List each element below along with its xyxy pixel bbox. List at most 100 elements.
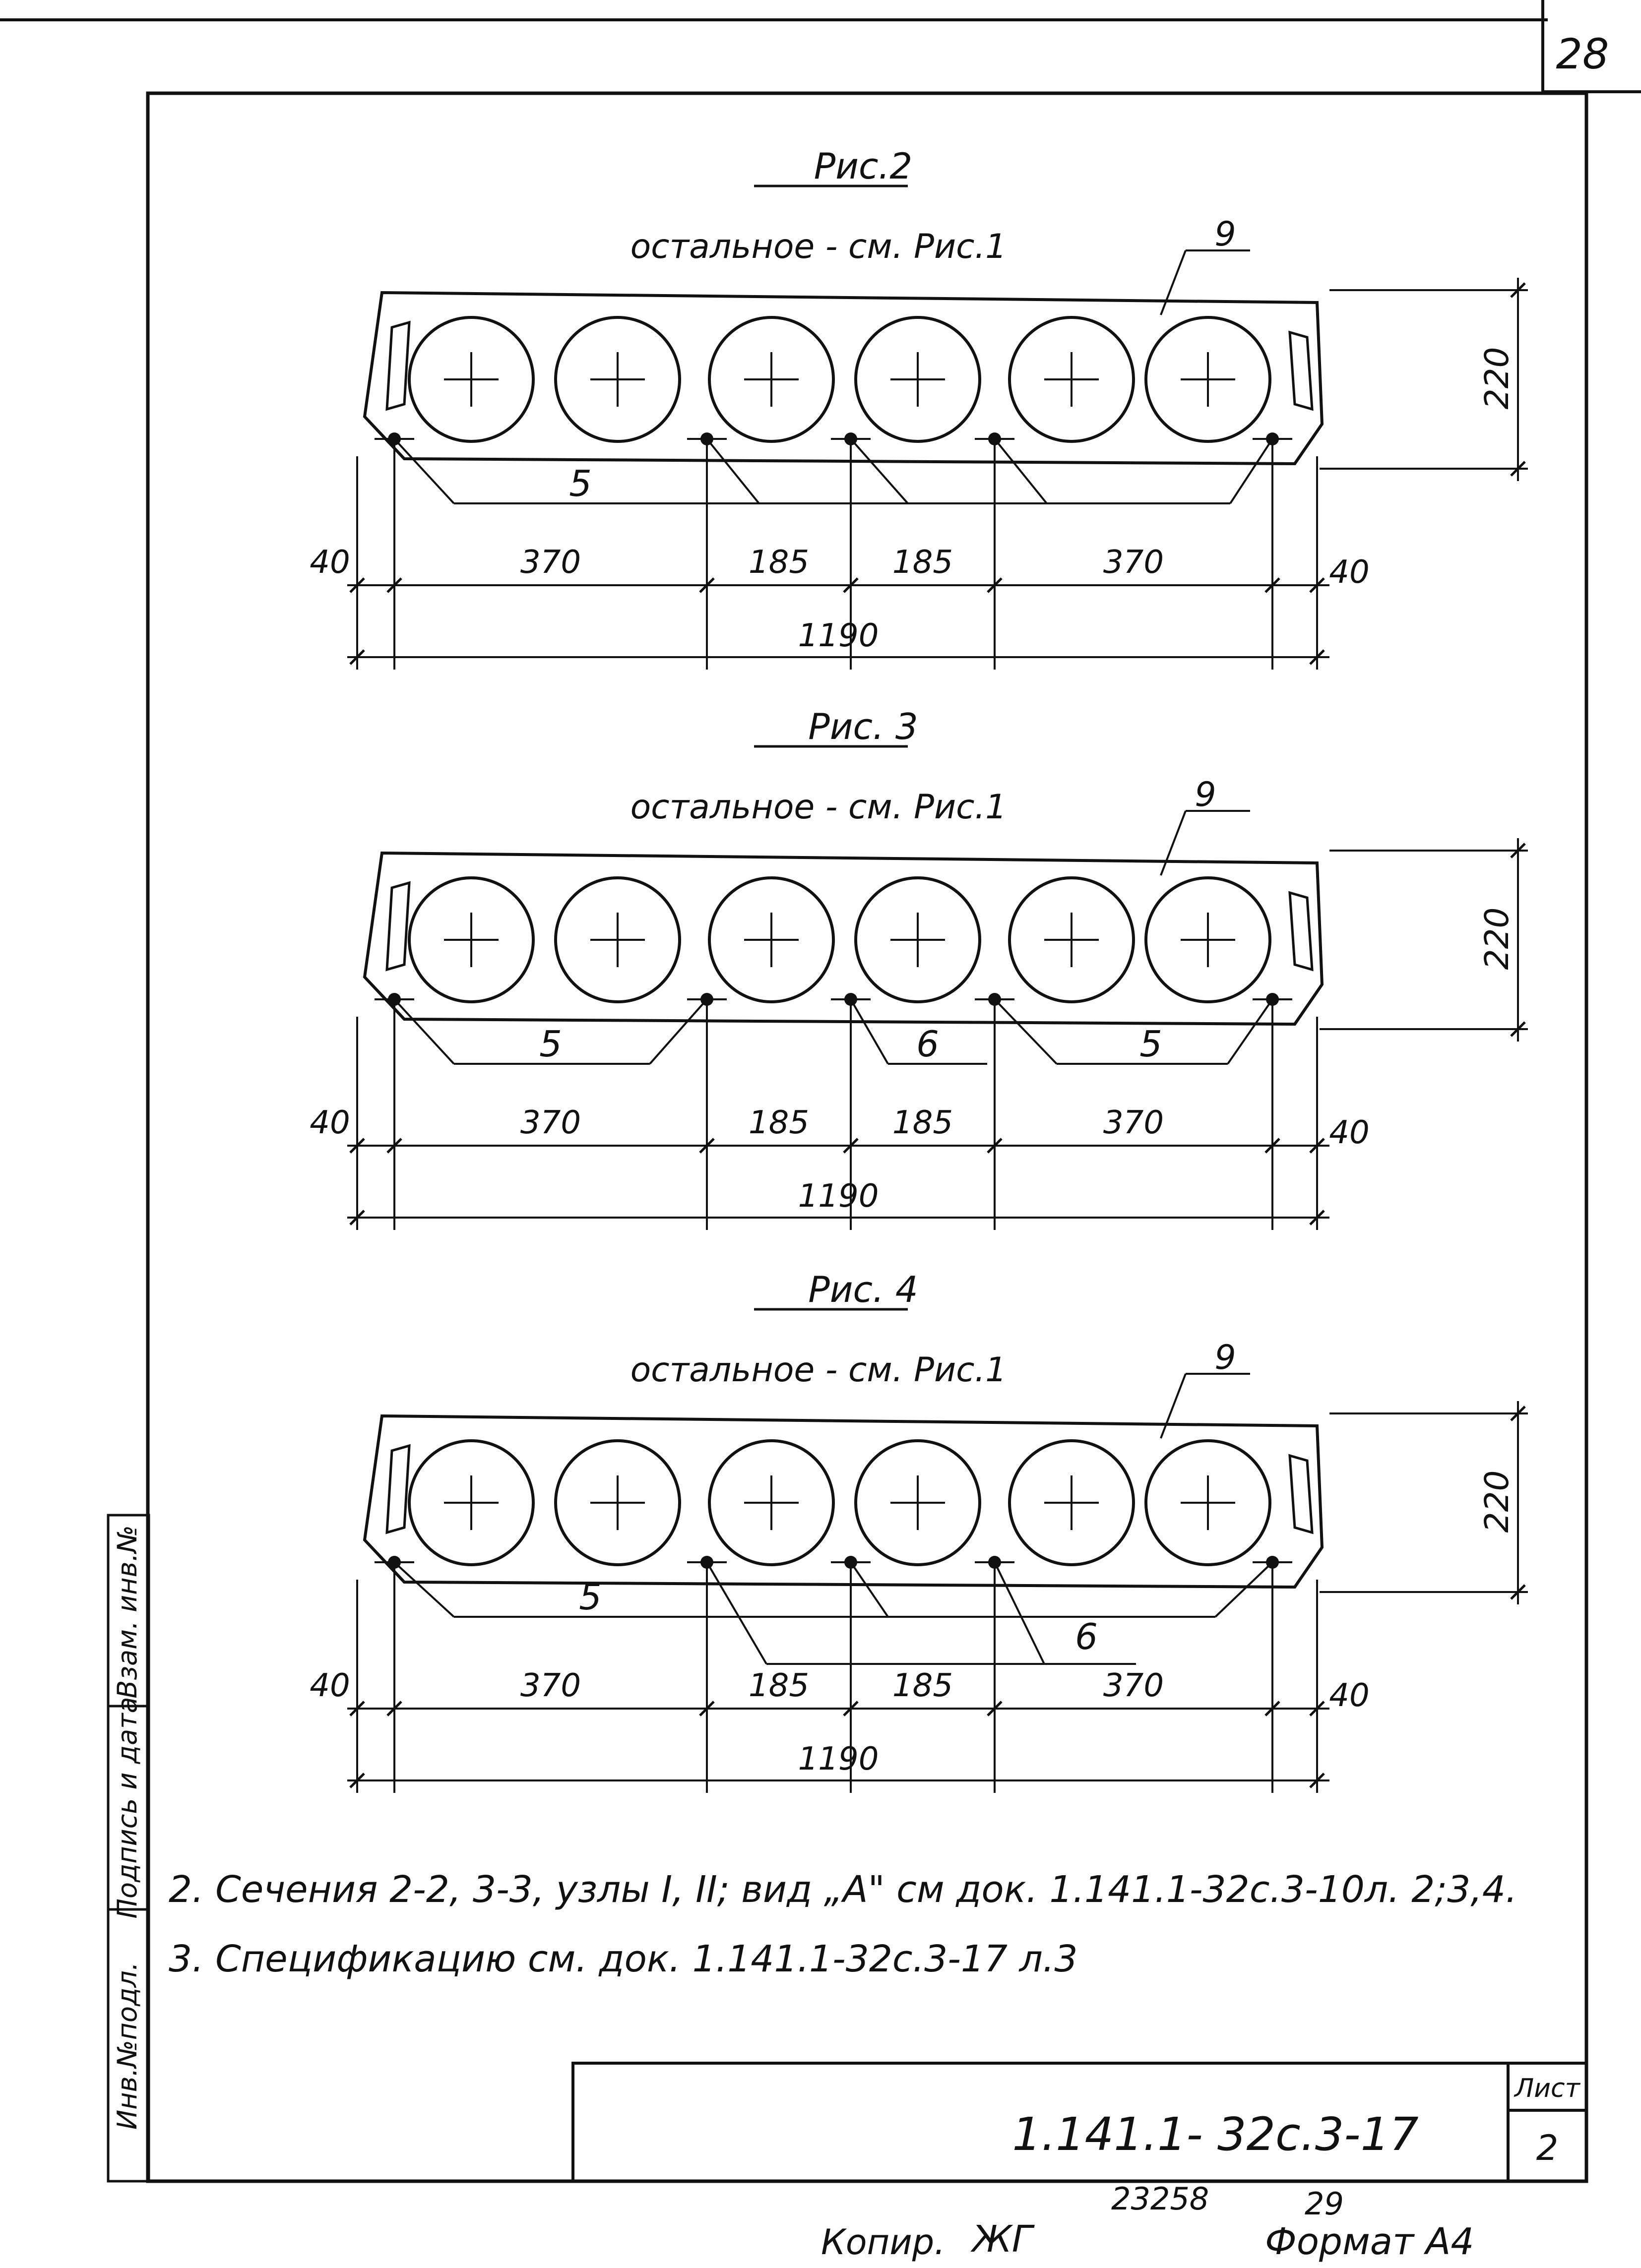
dim-tick [349,1138,365,1154]
hollow-core-6 [1144,876,1271,1003]
dim-tick [843,577,859,593]
footer-number-b: 29 [1305,2186,1344,2222]
hollow-core-5 [1008,1439,1135,1566]
side-stamp: Взам. инв.№ Подпись и дата Инв.№подл. [107,1514,150,2183]
dim-tick [1309,1701,1325,1716]
dim-tick [699,1701,715,1716]
hollow-core-2 [554,316,681,443]
leader [706,438,760,504]
dim-tick [349,649,365,665]
leader [850,1561,889,1618]
dim-tick [1309,1773,1325,1788]
dim-40-left: 40 [310,544,350,581]
dim-40-right: 40 [1329,554,1369,591]
callout-5: 5 [569,463,592,504]
panel-right-key [1288,330,1314,411]
figure-title: Рис. 4 [808,1269,918,1310]
hollow-core-4 [854,316,981,443]
hollow-core-2 [554,876,681,1003]
dim-tick [349,1701,365,1716]
figure-subtitle: остальное - см. Рис.1 [631,227,1007,266]
dim-tick [1510,843,1526,858]
dim-segment: 185 [749,544,809,581]
leader [1227,998,1273,1065]
hollow-core-5 [1008,876,1135,1003]
hollow-core-4 [854,876,981,1003]
hollow-core-1 [408,316,535,443]
leader [850,438,909,504]
height-dim-label: 220 [1478,347,1516,410]
stamp-replacement-inv: Взам. инв.№ [112,1525,143,1698]
panel-right-key [1288,891,1314,972]
height-dim-label: 220 [1478,908,1516,970]
callout-9-leader [1160,250,1187,315]
dim-tick [699,1138,715,1154]
footer-signature: ЖГ [970,2218,1035,2261]
figure-title: Рис.2 [814,145,913,187]
dim-tick [349,1773,365,1788]
callout-9-leader [1160,1373,1187,1439]
dim-tick [349,577,365,593]
stamp-original-inv: Инв.№подл. [112,1962,143,2130]
leader [994,438,1048,504]
dim-tick [1309,577,1325,593]
figure-subtitle: остальное - см. Рис.1 [631,1350,1007,1390]
callout-5: 5 [1139,1023,1162,1065]
dim-segment: 185 [892,1667,953,1704]
leader [994,998,1058,1065]
leader [393,438,455,504]
dim-tick [386,1701,402,1716]
hollow-core-5 [1008,316,1135,443]
panel-outline [363,291,1324,466]
leader [1229,438,1273,504]
dim-tick [1510,1584,1526,1600]
note-3: 3. Спецификацию см. док. 1.141.1-32с.3-1… [169,1938,1077,1980]
dim-tick [1264,1138,1280,1154]
overall-dim-label: 1190 [798,617,879,654]
figure-title: Рис. 3 [808,706,918,747]
panel-outline [363,1414,1324,1589]
sheet-number: 2 [1536,2128,1559,2168]
dim-tick [1309,649,1325,665]
callout-5: 5 [579,1576,602,1618]
hollow-core-4 [854,1439,981,1566]
dim-segment: 370 [520,1104,581,1141]
overall-dim-label: 1190 [798,1741,879,1778]
dim-segment: 370 [1103,544,1164,581]
sheet-label: Лист [1514,2074,1580,2103]
panel-left-key [385,1444,411,1534]
footer-format: Формат А4 [1265,2220,1474,2263]
dim-40-right: 40 [1329,1114,1369,1151]
callout-9: 9 [1214,215,1236,254]
hollow-core-3 [708,316,835,443]
dim-segment: 185 [892,1104,953,1141]
leader [1214,1561,1273,1618]
hollow-core-3 [708,1439,835,1566]
figure-ris-2: Рис.2 остальное - см. Рис.1 9 5 220 40 370 185 1… [310,145,1528,670]
hollow-core-1 [408,876,535,1003]
dim-tick [349,1210,365,1226]
dim-tick [843,1138,859,1154]
overall-dim-label: 1190 [798,1178,879,1215]
dim-tick [987,1138,1003,1154]
dim-segment: 185 [749,1667,809,1704]
dim-segment: 370 [1103,1667,1164,1704]
panel-left-key [385,320,411,411]
leader [393,1561,455,1618]
dim-tick [843,1701,859,1716]
title-block: Лист 2 1.141.1- 32с.3-17 [571,2062,1588,2183]
dim-40-left: 40 [310,1104,350,1141]
leader [850,999,889,1064]
hollow-core-2 [554,1439,681,1566]
callout-9: 9 [1214,1338,1236,1377]
dim-tick [1264,577,1280,593]
dim-segment: 370 [520,1667,581,1704]
panel-right-key [1288,1454,1314,1534]
leader [706,1561,767,1665]
dim-segment: 185 [892,544,953,581]
dim-tick [1510,1406,1526,1421]
height-dim-label: 220 [1478,1471,1516,1533]
